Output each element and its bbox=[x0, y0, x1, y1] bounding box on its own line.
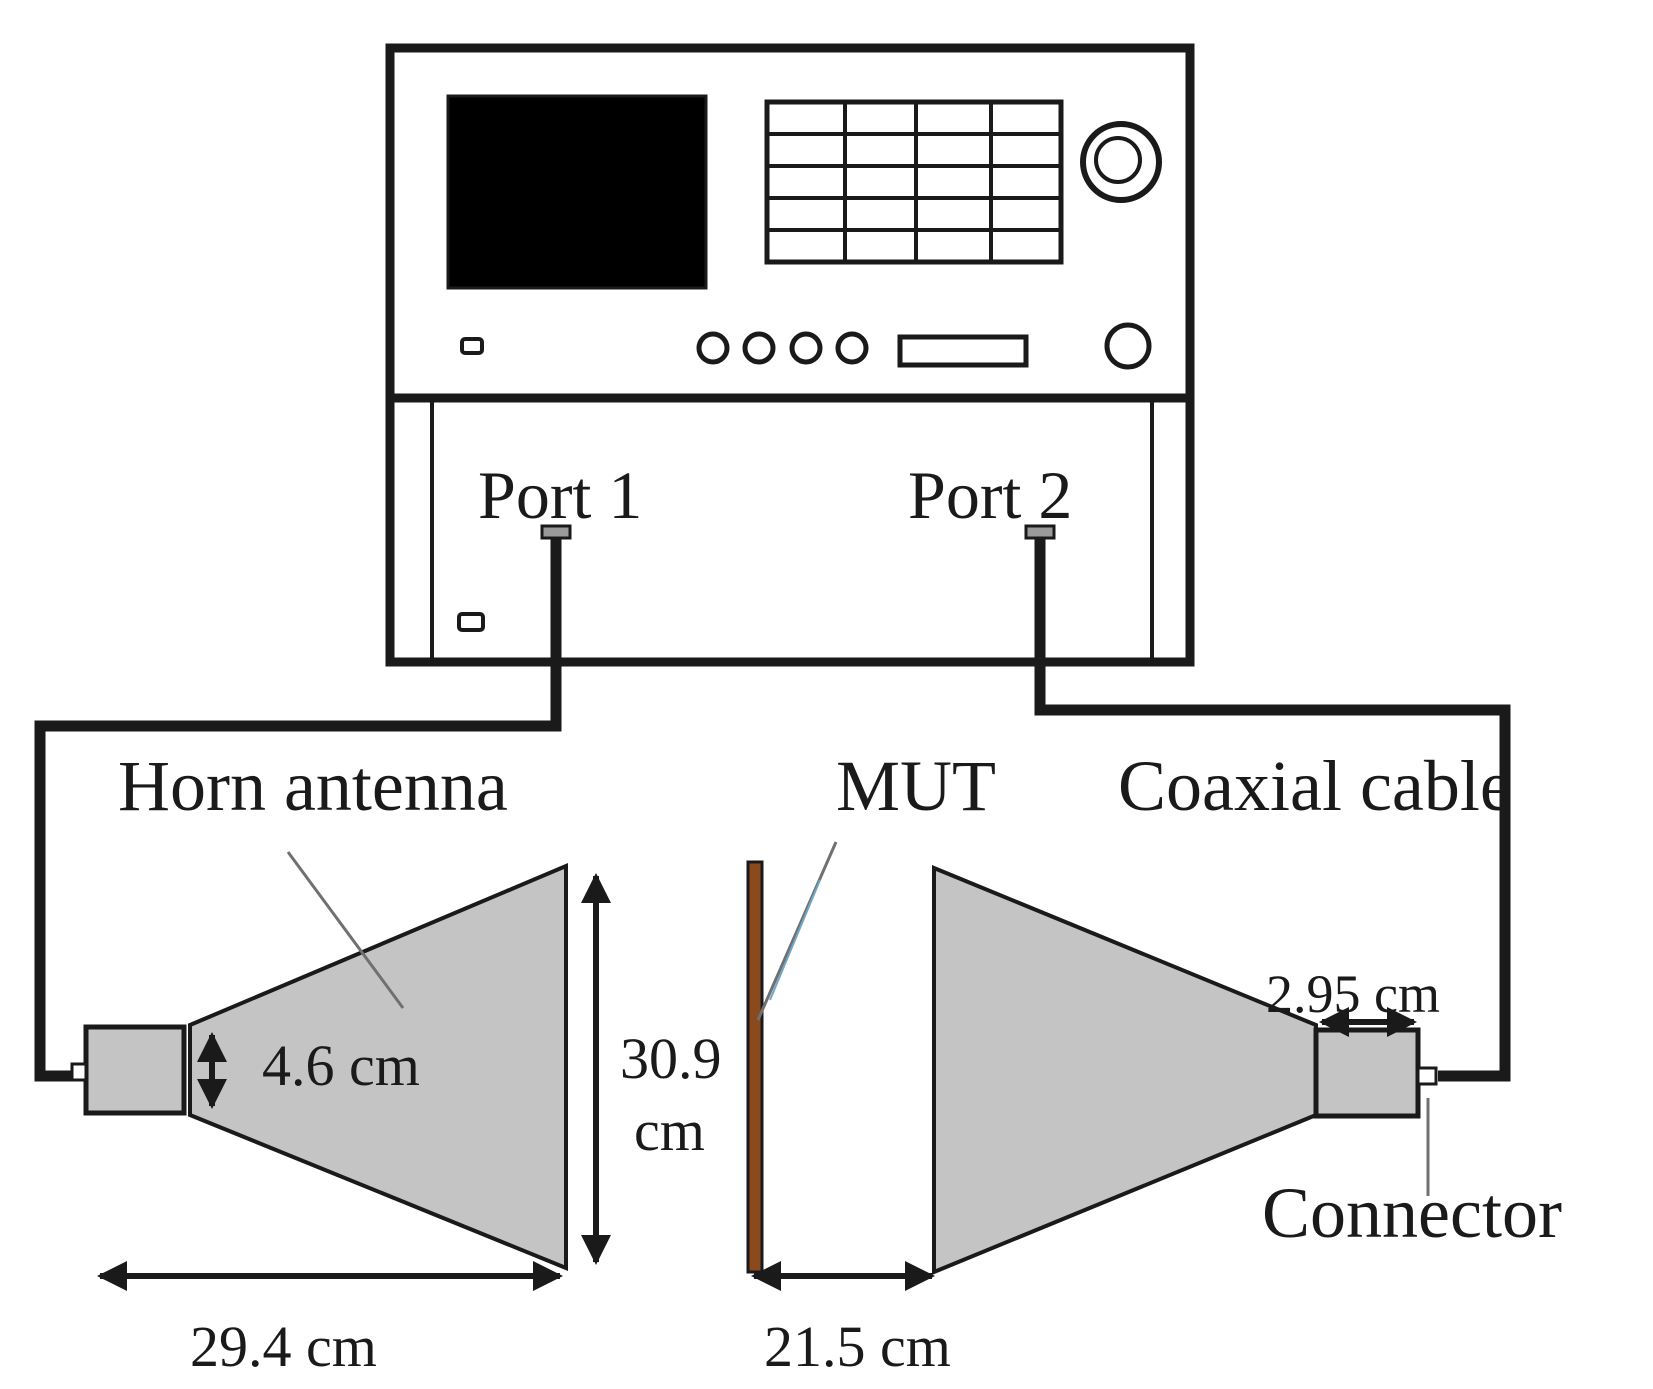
coaxial-cable-right bbox=[1034, 538, 1511, 1082]
port-2-label: Port 2 bbox=[908, 457, 1072, 533]
dim-aperture-height-label-line2: cm bbox=[634, 1098, 705, 1163]
knob-outer-ring bbox=[1080, 121, 1162, 203]
horn-right-connector bbox=[1416, 1066, 1438, 1086]
horn-antenna-right bbox=[932, 865, 1438, 1275]
connector-label: Connector bbox=[1262, 1173, 1562, 1253]
analyzer-keypad bbox=[764, 99, 1064, 265]
cable-path-left bbox=[34, 538, 562, 1082]
knob-inner-ring bbox=[1094, 136, 1142, 184]
lower-switch-icon bbox=[457, 612, 485, 632]
horn-left-waveguide bbox=[83, 1024, 187, 1116]
coaxial-cable-label: Coaxial cable bbox=[1118, 746, 1512, 826]
mut-label: MUT bbox=[836, 746, 996, 826]
mut-board bbox=[746, 860, 764, 1274]
horn-antenna-left bbox=[70, 862, 568, 1271]
cable-path-right bbox=[1034, 538, 1511, 1082]
coaxial-cable-left bbox=[34, 538, 562, 1082]
analyzer-tuning-knob bbox=[1080, 121, 1162, 203]
small-knob bbox=[1104, 322, 1152, 370]
control-button-3 bbox=[789, 331, 823, 365]
dim-waveguide-height-label: 4.6 cm bbox=[262, 1033, 420, 1098]
horn-right-waveguide bbox=[1313, 1027, 1421, 1119]
display-slot bbox=[897, 334, 1029, 368]
port-1-label: Port 1 bbox=[478, 457, 642, 533]
horn-left-flare bbox=[188, 862, 568, 1271]
control-button-1 bbox=[696, 331, 730, 365]
horn-left-connector bbox=[70, 1062, 88, 1082]
network-analyzer: Port 1 Port 2 bbox=[385, 43, 1195, 667]
power-switch-icon bbox=[460, 337, 484, 355]
mut-slab bbox=[746, 860, 764, 1274]
horn-antenna-label: Horn antenna bbox=[118, 746, 508, 826]
horn-antenna-leader bbox=[286, 851, 405, 1009]
horn-right-flare bbox=[932, 865, 1318, 1275]
dim-horn-length-label: 29.4 cm bbox=[190, 1314, 377, 1379]
control-button-2 bbox=[742, 331, 776, 365]
dim-aperture-height-label-line1: 30.9 bbox=[620, 1026, 722, 1091]
dim-mut-distance-label: 21.5 cm bbox=[764, 1314, 951, 1379]
mut-leader-accent bbox=[769, 879, 821, 1001]
analyzer-control-row bbox=[460, 322, 1152, 370]
dim-connector-length-label: 2.95 cm bbox=[1266, 964, 1440, 1024]
analyzer-lower-body bbox=[385, 393, 1195, 667]
analyzer-screen bbox=[446, 94, 708, 290]
mut-leader bbox=[756, 841, 838, 1021]
control-button-4 bbox=[835, 331, 869, 365]
